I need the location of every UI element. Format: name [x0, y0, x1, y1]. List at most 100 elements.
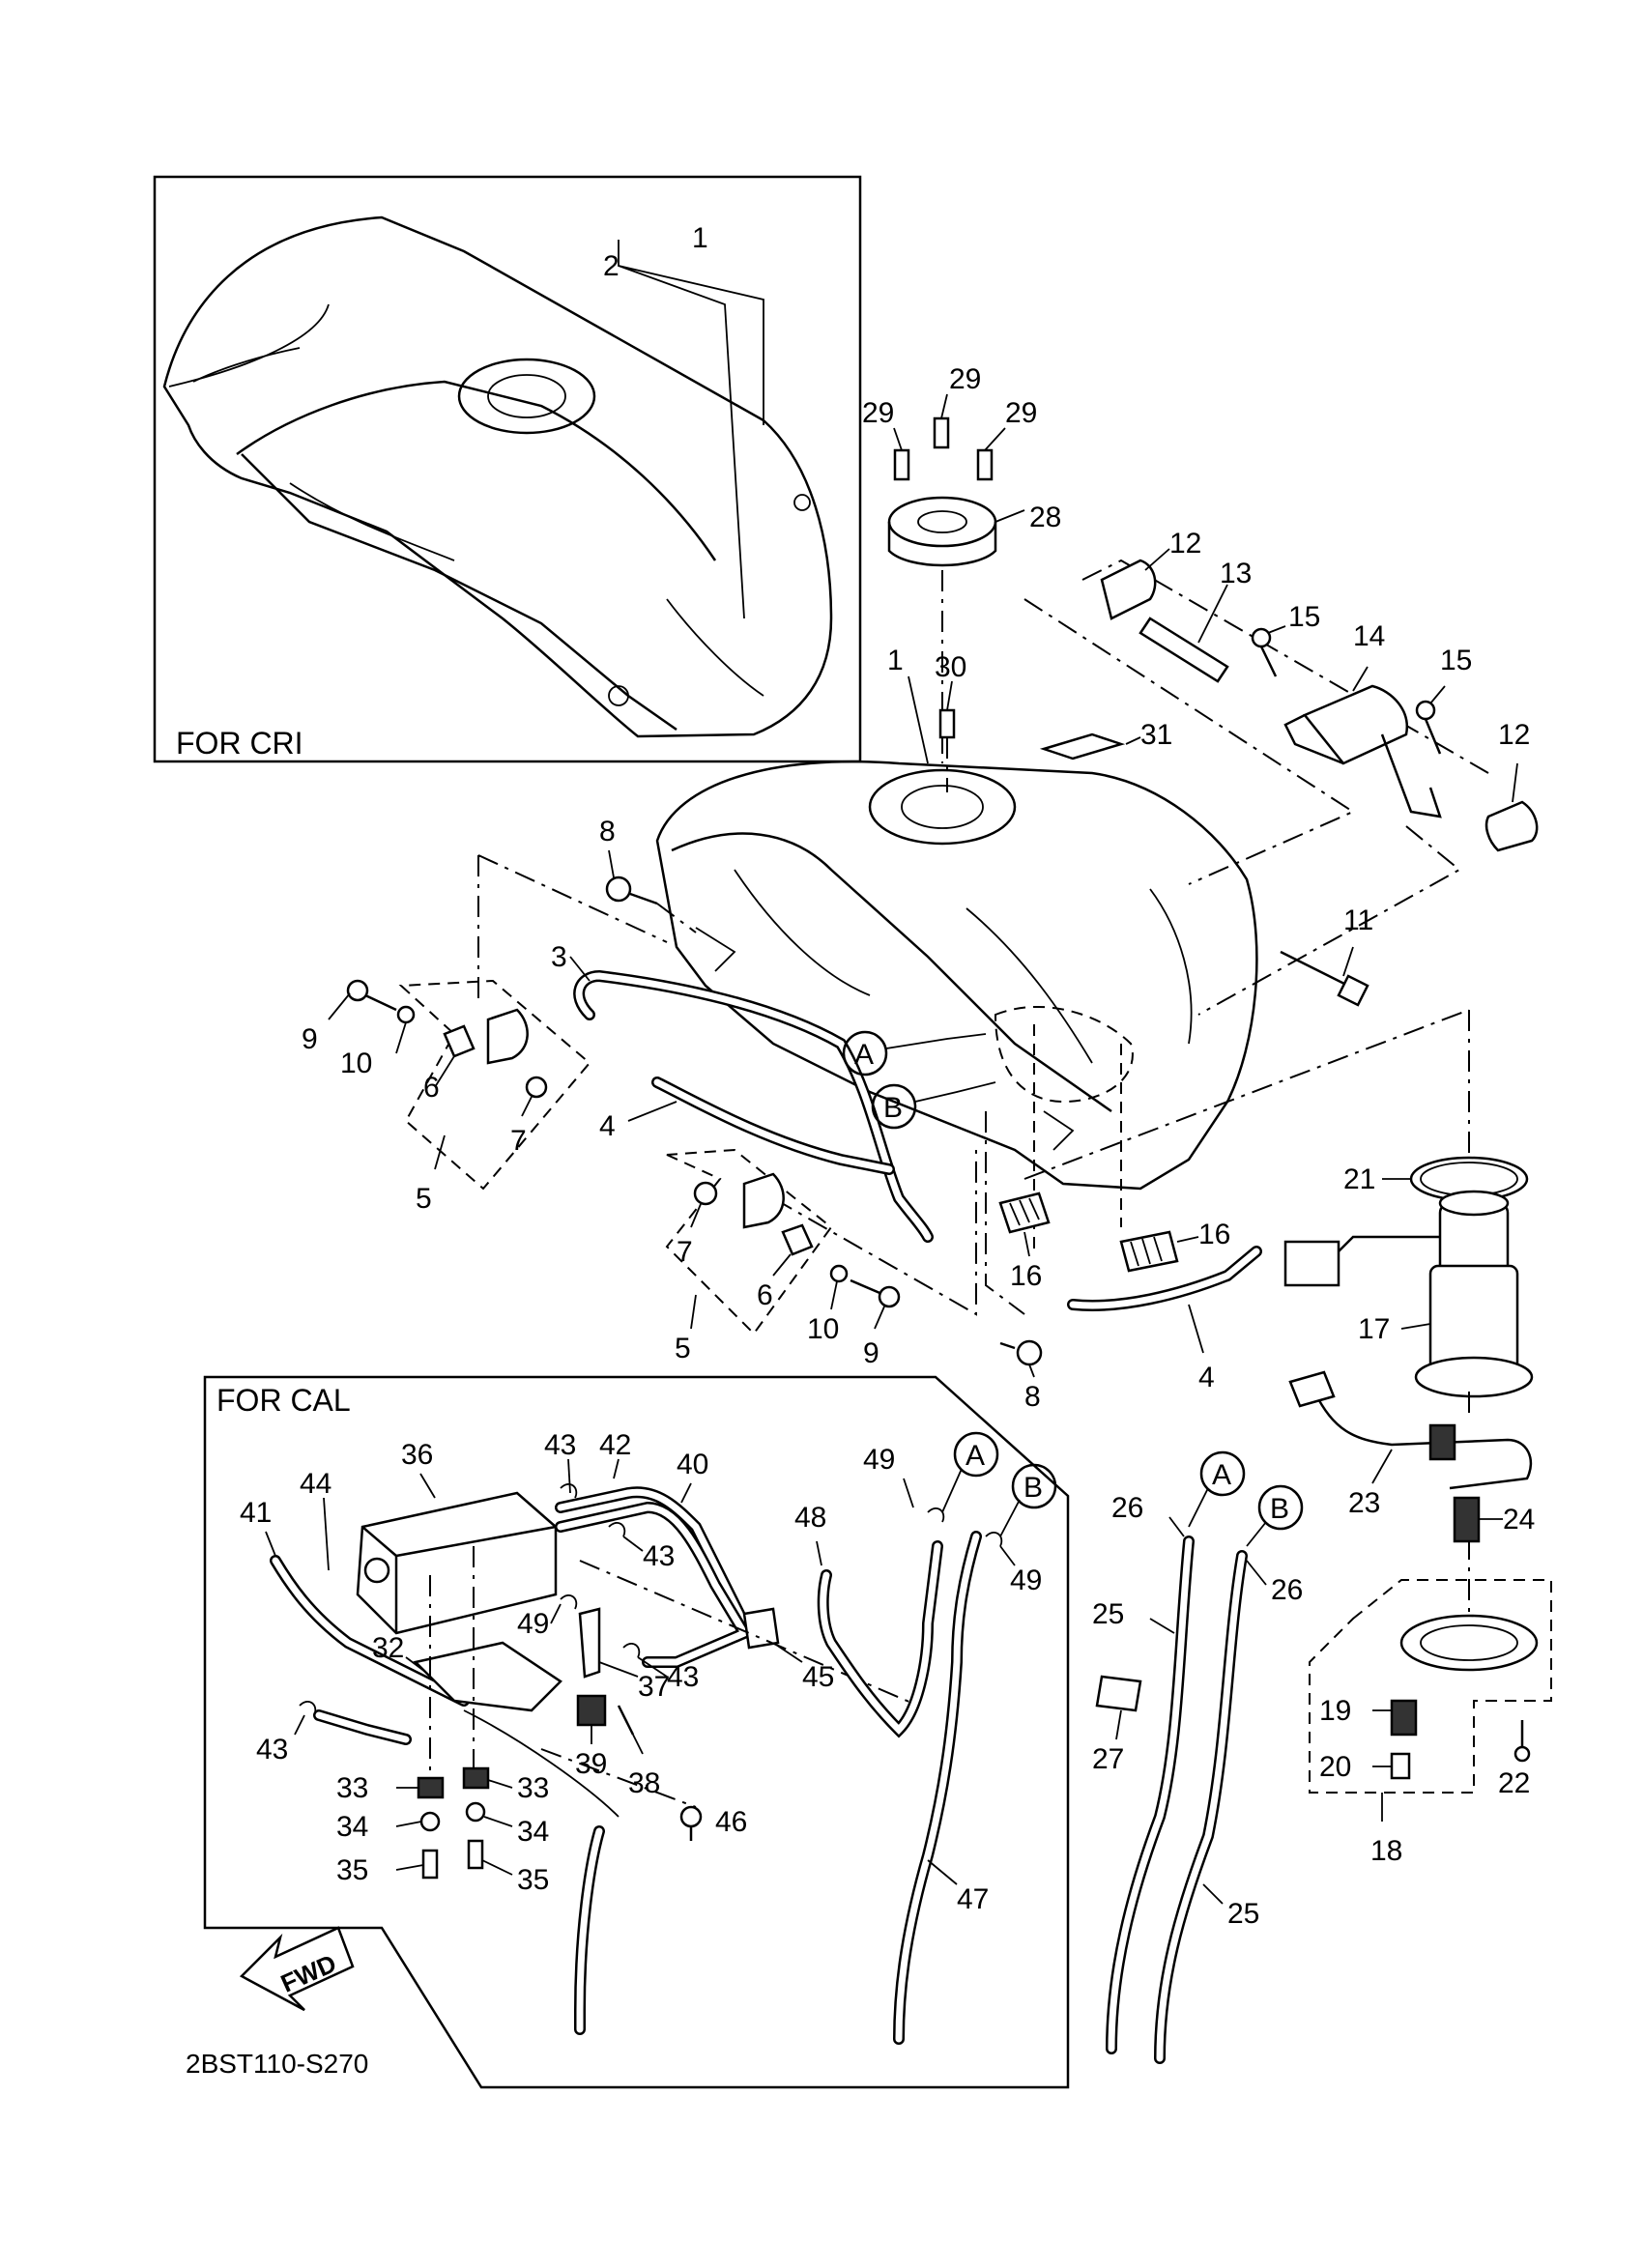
mount-left-box	[398, 979, 591, 1191]
grommet-7-right	[693, 1181, 718, 1206]
clip-43d	[299, 1701, 317, 1716]
hose-47	[893, 1531, 982, 2045]
bolt-9-left	[346, 979, 397, 1012]
label-31: 31	[1140, 719, 1172, 751]
leader-2-cri	[618, 265, 745, 619]
pump-bracket-ring	[1399, 1614, 1539, 1672]
label-25-lower: 25	[1227, 1898, 1259, 1930]
damper-12-right	[1484, 800, 1539, 852]
bracket-dashline	[1023, 598, 1356, 885]
bolts-15	[1251, 627, 1442, 755]
label-16-center: 16	[1010, 1260, 1042, 1292]
collar-6-right	[781, 1223, 814, 1256]
label-2-cri: 2	[603, 250, 620, 282]
cal-inset-title: FOR CAL	[216, 1383, 351, 1418]
bolt-30	[938, 708, 956, 739]
cal-inset-frame	[203, 1375, 1070, 2089]
label-35-left: 35	[336, 1854, 368, 1886]
label-10-left: 10	[340, 1048, 372, 1079]
label-27: 27	[1092, 1743, 1124, 1775]
callout-b-tank: B	[871, 1081, 996, 1130]
leader-1-cri	[618, 240, 764, 425]
label-32: 32	[372, 1632, 404, 1664]
label-4-left: 4	[599, 1110, 616, 1142]
bolt-46	[679, 1805, 703, 1828]
bracket-19	[1390, 1699, 1418, 1737]
label-8-top: 8	[599, 816, 616, 847]
clamp-45	[742, 1607, 780, 1650]
bolt-11-shank	[1280, 950, 1349, 988]
collar-34-left	[419, 1811, 441, 1832]
label-49-right: 49	[1010, 1565, 1042, 1596]
label-48: 48	[794, 1502, 826, 1534]
label-43c: 43	[667, 1661, 699, 1693]
label-19: 19	[1319, 1695, 1351, 1727]
label-29b: 29	[949, 363, 981, 395]
label-43a: 43	[544, 1429, 576, 1461]
label-7-left: 7	[510, 1125, 527, 1157]
leader-29a	[893, 427, 903, 451]
bolt-11-head	[1337, 974, 1369, 1007]
cri-inset: FOR CRI 1 2	[153, 175, 862, 763]
mount-right-box	[665, 1148, 833, 1335]
label-35-right: 35	[517, 1864, 549, 1896]
label-5-right: 5	[675, 1333, 691, 1364]
damper-39	[576, 1694, 607, 1727]
callout-a-hose25: A	[1199, 1450, 1246, 1497]
leader-28	[994, 509, 1025, 523]
canister-36	[356, 1491, 558, 1635]
cri-fuel-tank	[162, 215, 833, 738]
label-29c: 29	[1005, 397, 1037, 429]
cap-flange-28	[887, 496, 997, 567]
bolt-8-top	[605, 876, 632, 903]
label-44: 44	[300, 1468, 331, 1500]
leader-29b	[940, 393, 948, 419]
damper-12-left	[1100, 559, 1157, 620]
label-14: 14	[1353, 620, 1385, 652]
label-25-upper: 25	[1092, 1598, 1124, 1630]
screw-20	[1390, 1752, 1411, 1780]
svg-text:A: A	[966, 1440, 985, 1472]
clamp-27	[1095, 1675, 1142, 1712]
label-8-bottom: 8	[1024, 1381, 1041, 1413]
damper-33-right	[462, 1766, 490, 1790]
fwd-label: FWD	[276, 1948, 340, 1997]
label-37: 37	[638, 1671, 670, 1703]
label-33-left: 33	[336, 1772, 368, 1804]
fuel-level-sender	[1283, 1240, 1340, 1287]
label-46: 46	[715, 1806, 747, 1838]
clip-24	[1453, 1496, 1481, 1543]
collar-34-right	[465, 1801, 486, 1823]
clip-43a	[560, 1483, 578, 1499]
cri-inset-title: FOR CRI	[176, 726, 303, 761]
bolt-8-bottom	[1016, 1339, 1043, 1366]
hose-4-left	[651, 1077, 895, 1175]
label-17: 17	[1358, 1313, 1390, 1345]
canister-axis	[579, 1560, 919, 1707]
label-21: 21	[1343, 1163, 1375, 1195]
label-6-right: 6	[757, 1279, 773, 1311]
leader-31	[1125, 736, 1141, 745]
leader-29c	[984, 427, 1006, 451]
cri-inset-frame	[153, 175, 862, 763]
screw-38	[617, 1705, 635, 1736]
damper-right	[742, 1172, 785, 1229]
label-4-right: 4	[1198, 1362, 1215, 1393]
label-15-left: 15	[1288, 601, 1320, 633]
svg-text:B: B	[1270, 1493, 1289, 1525]
label-20: 20	[1319, 1751, 1351, 1783]
label-5-left: 5	[416, 1183, 432, 1215]
gasket-31	[1039, 732, 1126, 761]
damper-16-axis	[985, 1111, 1025, 1315]
svg-text:B: B	[883, 1092, 903, 1124]
bolts-29	[893, 416, 994, 481]
bracket-32	[413, 1641, 562, 1712]
label-36: 36	[401, 1439, 433, 1471]
label-28: 28	[1029, 502, 1061, 533]
hose-48	[817, 1540, 943, 1738]
label-12-left: 12	[1169, 528, 1201, 560]
label-30: 30	[935, 651, 966, 683]
callout-b-cal: B	[1011, 1463, 1057, 1509]
damper-16-center	[998, 1191, 1051, 1234]
valve-37	[578, 1607, 601, 1679]
